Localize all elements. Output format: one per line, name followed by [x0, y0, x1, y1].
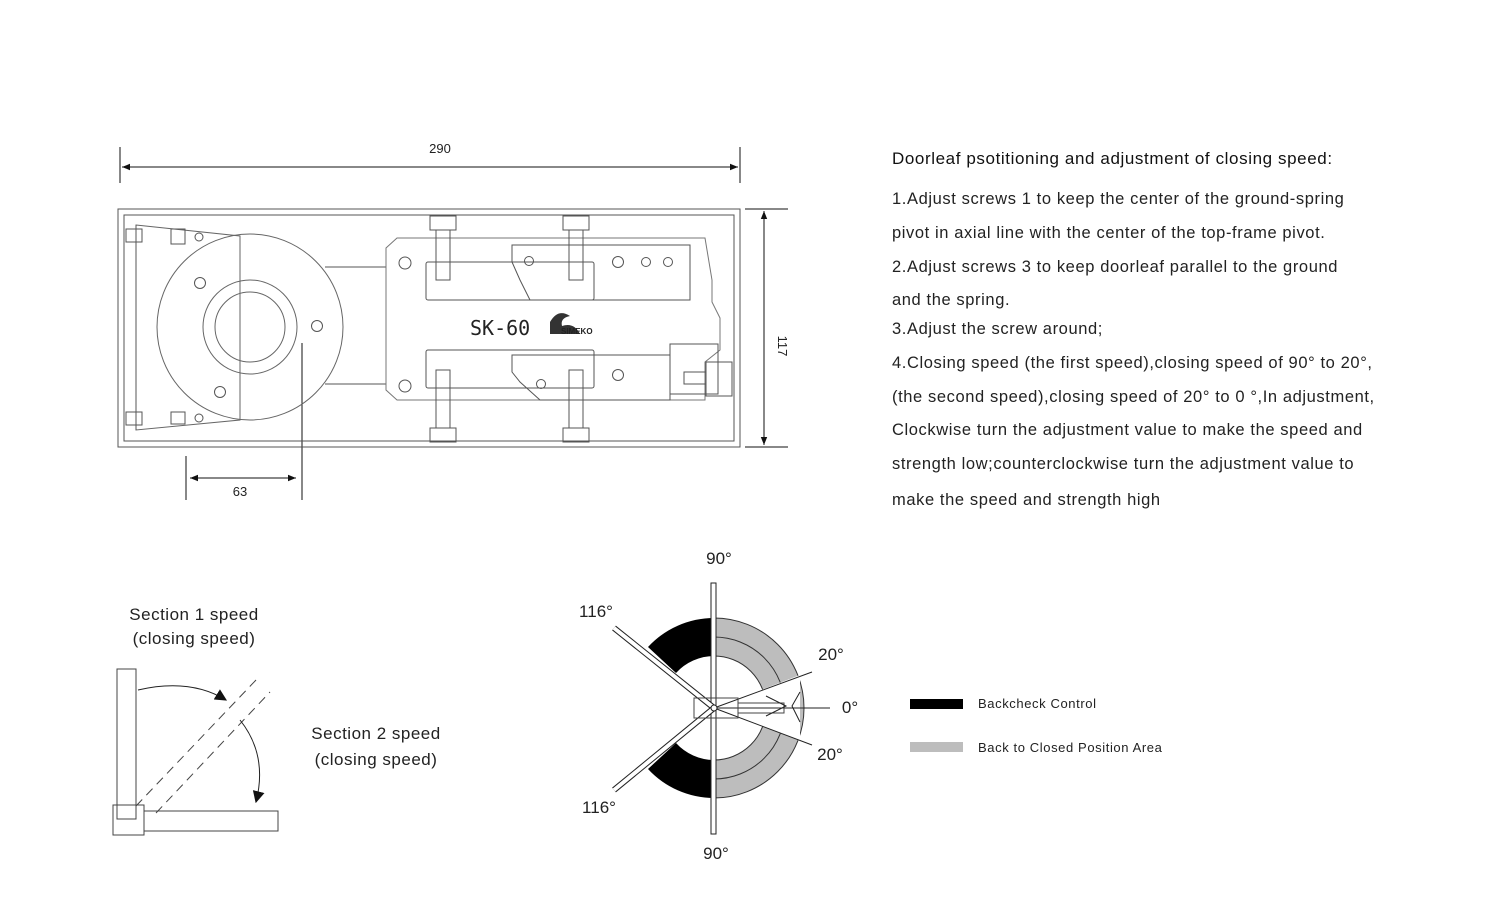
dimension-width-label: 290: [429, 141, 451, 156]
dimension-offset: [185, 343, 303, 500]
dimension-height: [745, 208, 788, 448]
angle-label-bottom: 90°: [703, 844, 729, 863]
legend: Backcheck Control Back to Closed Positio…: [910, 696, 1163, 755]
floor-spring-body: [117, 208, 741, 448]
section2-label-line1: Section 2 speed: [311, 724, 440, 743]
dimension-offset-label: 63: [233, 484, 247, 499]
section1-label-line1: Section 1 speed: [129, 605, 258, 624]
instruction-line-10: make the speed and strength high: [892, 491, 1161, 509]
angle-label-upper-right: 20°: [818, 645, 844, 664]
angle-label-top: 90°: [706, 549, 732, 568]
simeko-logo: SIMEKO: [550, 313, 593, 336]
instruction-line-8: Clockwise turn the adjustment value to m…: [892, 421, 1363, 439]
section2-label-line2: (closing speed): [315, 750, 438, 769]
angle-diagram: [612, 582, 830, 835]
instruction-line-1: 1.Adjust screws 1 to keep the center of …: [892, 190, 1345, 208]
instruction-line-2: pivot in axial line with the center of t…: [892, 224, 1326, 242]
brand-label: SIMEKO: [561, 327, 593, 336]
instruction-line-6: 4.Closing speed (the first speed),closin…: [892, 354, 1373, 372]
dimension-height-label: 117: [775, 336, 790, 357]
instruction-line-5: 3.Adjust the screw around;: [892, 320, 1103, 338]
door-section-diagram: [112, 668, 279, 836]
angle-label-lower-right: 20°: [817, 745, 843, 764]
instructions-heading: Doorleaf psotitioning and adjustment of …: [892, 149, 1333, 168]
angle-label-upper-left: 116°: [579, 602, 613, 621]
dimension-width: [119, 147, 741, 183]
instruction-line-7: (the second speed),closing speed of 20° …: [892, 388, 1375, 406]
angle-label-right: 0°: [842, 698, 858, 717]
legend-swatch-closed-area: [910, 742, 963, 752]
instruction-line-3: 2.Adjust screws 3 to keep doorleaf paral…: [892, 258, 1339, 276]
model-label: SK-60: [470, 316, 530, 340]
section1-label-line2: (closing speed): [133, 629, 256, 648]
legend-swatch-backcheck: [910, 699, 963, 709]
legend-label-closed-area: Back to Closed Position Area: [978, 740, 1163, 755]
legend-label-backcheck: Backcheck Control: [978, 696, 1097, 711]
instruction-line-9: strength low;counterclockwise turn the a…: [892, 455, 1355, 473]
angle-label-lower-left: 116°: [582, 798, 616, 817]
instruction-line-4: and the spring.: [892, 291, 1011, 309]
